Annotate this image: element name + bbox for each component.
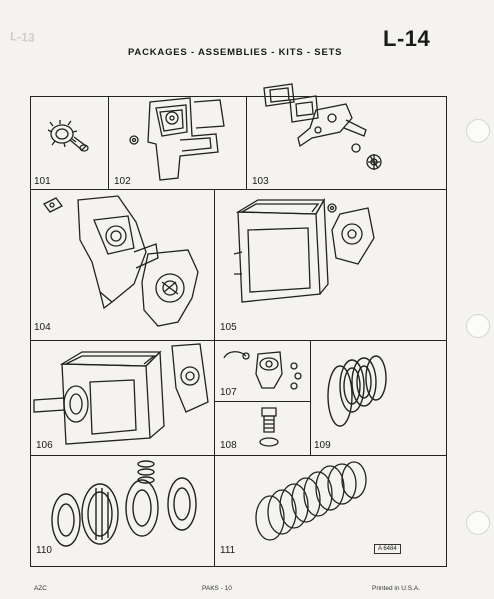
- bearing-ring-icon: [327, 355, 387, 427]
- figure-number-110: 110: [36, 545, 52, 556]
- page-title: PACKAGES - ASSEMBLIES - KITS - SETS: [128, 47, 343, 58]
- grid-line: [30, 566, 447, 567]
- switch-assembly-icon: [223, 351, 302, 390]
- punch-hole-bottom: [466, 511, 490, 535]
- linkage-assembly-icon: [263, 83, 382, 170]
- footer-right: Printed in U.S.A.: [372, 585, 421, 592]
- grid-line: [30, 189, 446, 190]
- transmission-case-icon: [233, 197, 375, 303]
- footer-left: AZC: [34, 585, 47, 592]
- page-code: L-14: [383, 26, 431, 51]
- figure-number-105: 105: [220, 322, 237, 333]
- catalog-reference-box: A 6484: [374, 544, 401, 554]
- grid-line: [108, 96, 109, 189]
- footer-center: PAKS - 10: [202, 585, 232, 592]
- grid-line: [30, 455, 446, 456]
- synchronizer-icon: [51, 460, 197, 547]
- fitting-icon: [259, 407, 279, 447]
- figure-number-109: 109: [314, 440, 331, 451]
- grid-line: [30, 96, 31, 566]
- clutch-ring-set-icon: [255, 461, 367, 541]
- grid-line: [214, 401, 310, 402]
- figure-number-104: 104: [34, 322, 51, 333]
- figure-number-103: 103: [252, 176, 269, 187]
- grid-line: [30, 340, 446, 341]
- figure-number-108: 108: [220, 440, 237, 451]
- grid-line: [214, 189, 215, 340]
- figure-number-102: 102: [114, 176, 131, 187]
- grid-line: [446, 96, 447, 566]
- housing-gasket-icon: [129, 97, 225, 181]
- punch-hole-middle: [466, 314, 490, 338]
- punch-hole-top: [466, 119, 490, 143]
- grid-line: [246, 96, 247, 189]
- grid-line: [30, 96, 446, 97]
- case-assembly-icon: [33, 343, 209, 445]
- figure-number-106: 106: [36, 440, 53, 451]
- extension-housing-icon: [43, 195, 199, 327]
- grid-line: [310, 340, 311, 455]
- figure-number-101: 101: [34, 176, 51, 187]
- faint-page-stamp: L-13: [9, 29, 36, 45]
- grid-line: [214, 455, 215, 566]
- figure-number-107: 107: [220, 387, 237, 398]
- grid-line: [214, 340, 215, 455]
- gear-icon: [47, 120, 89, 152]
- figure-number-111: 111: [220, 545, 236, 556]
